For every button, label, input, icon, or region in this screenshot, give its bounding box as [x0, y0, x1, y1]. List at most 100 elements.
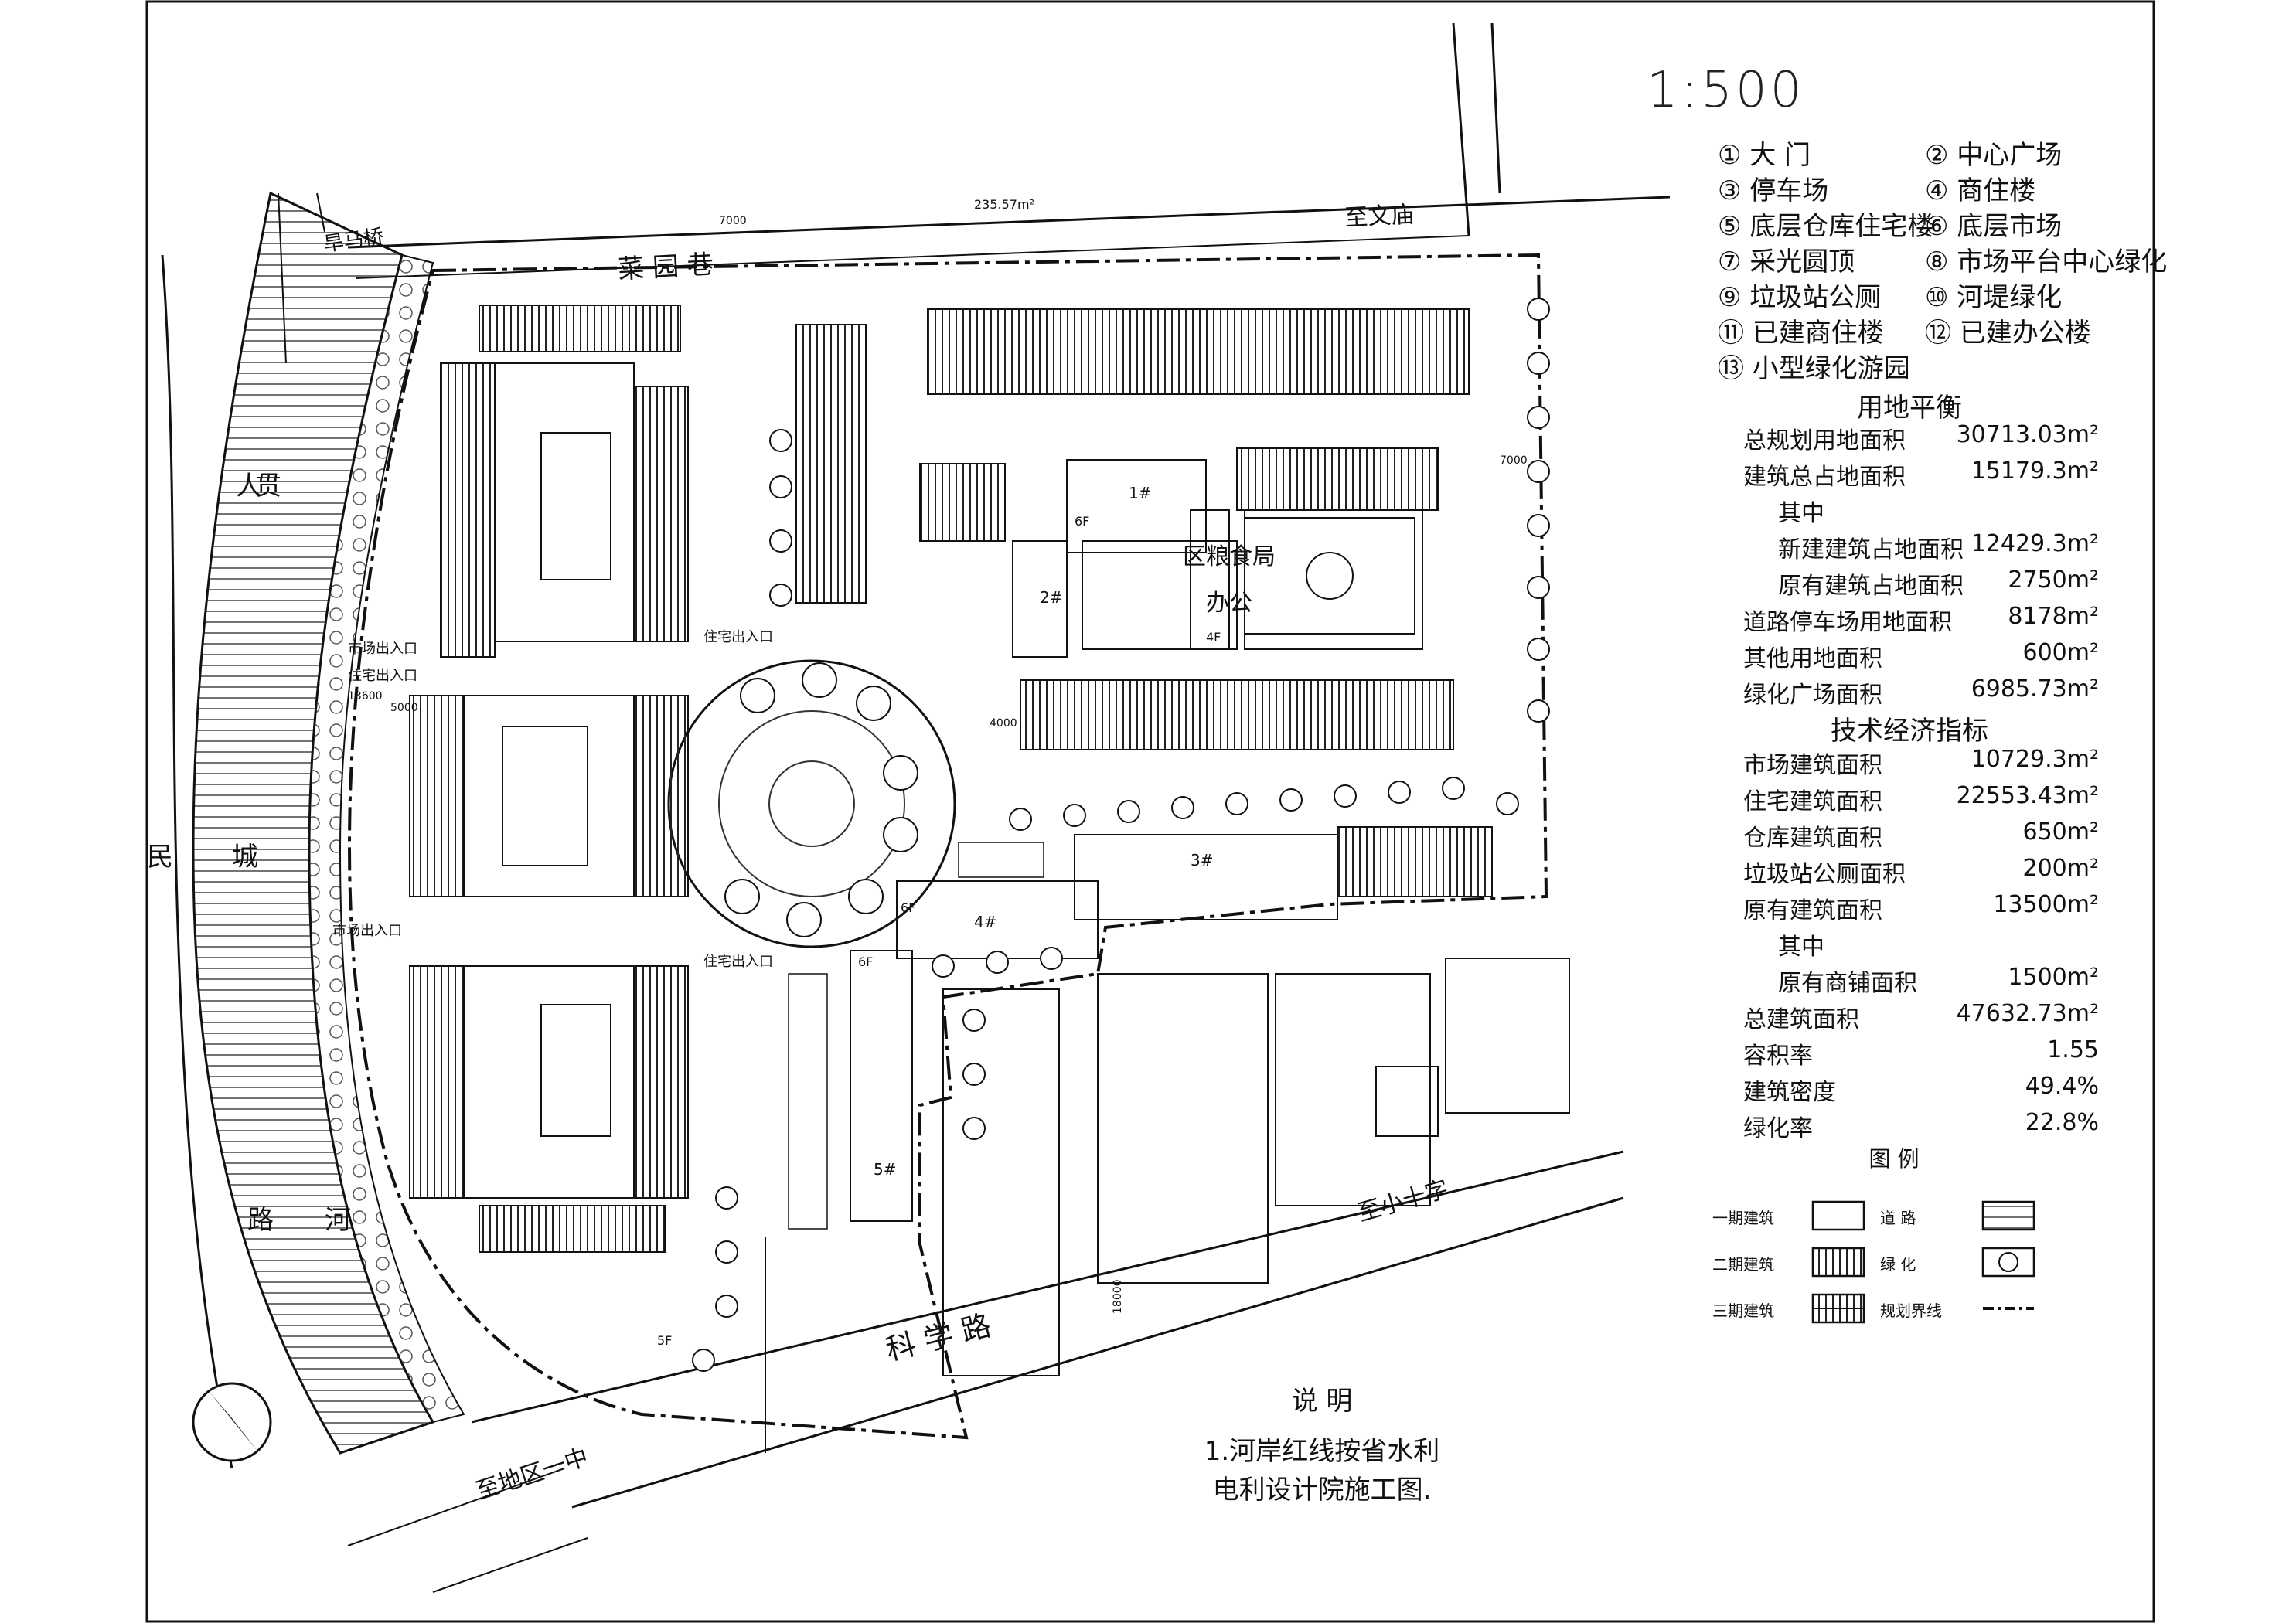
row-value: 6985.73m² [1971, 675, 2099, 703]
row-value: 22553.43m² [1956, 782, 2099, 809]
note-title: 说 明 [1291, 1386, 1353, 1417]
legend-item: ⑫ 已建办公楼 [1925, 318, 2091, 349]
land-balance-title: 用地平衡 [1857, 393, 1962, 424]
table-row: 住宅建筑面积 22553.43m² [1743, 782, 2114, 815]
row-label: 住宅建筑面积 [1743, 788, 1882, 815]
row-label: 总规划用地面积 [1743, 427, 1906, 454]
label-b4: 4# [974, 913, 996, 931]
label-res-exit2: 住宅出入口 [703, 629, 773, 645]
row-value: 8178m² [2008, 603, 2099, 630]
label-to-crossroad: 至小十字 [1355, 1176, 1452, 1227]
label-road-north: 菜 园 巷 [617, 250, 714, 285]
note-line-1: 1.河岸红线按省水利 [1204, 1436, 1440, 1467]
sheet-border [145, 0, 2155, 1623]
plaza-inner [718, 710, 905, 897]
block-group-north [795, 308, 1493, 897]
row-label: 仓库建筑面积 [1743, 825, 1882, 852]
label-dim-7000-top: 7000 [719, 215, 747, 227]
row-label: 市场建筑面积 [1743, 752, 1882, 779]
tuli-green-label: 绿 化 [1880, 1255, 1916, 1274]
road-west-1 [278, 192, 287, 364]
swatch-phase1 [1811, 1200, 1865, 1231]
label-f6-c: 6F [858, 954, 873, 969]
table-row: 其中 [1778, 927, 2114, 961]
label-road-west-3: 民 [147, 842, 173, 873]
row-label: 垃圾站公厕面积 [1743, 861, 1906, 888]
road-east-v2 [1490, 22, 1501, 194]
legend-column-right: ② 中心广场 ④ 商住楼 ⑥ 底层市场 ⑧ 市场平台中心绿化 ⑩ 河堤绿化 ⑫ … [1925, 138, 2167, 351]
road-south-2 [571, 1196, 1624, 1509]
note-line-2: 电利设计院施工图. [1212, 1475, 1432, 1506]
row-value: 13500m² [1993, 891, 2099, 918]
court [1244, 517, 1415, 635]
label-b1: 1# [1129, 484, 1151, 502]
row-label: 建筑密度 [1743, 1079, 1836, 1106]
label-office2: 办公 [1206, 590, 1252, 617]
legend-item: ④ 商住楼 [1925, 175, 2036, 206]
river-edge [161, 254, 233, 1469]
legend-item: ⑬ 小型绿化游园 [1718, 353, 1910, 384]
swatch-road [1981, 1200, 2035, 1231]
label-road-west-5: 路 [247, 1205, 274, 1236]
legend-item: ⑩ 河堤绿化 [1925, 282, 2063, 313]
table-row: 其中 [1778, 494, 2114, 527]
row-label: 其他用地面积 [1743, 645, 1882, 672]
row-label: 其中 [1778, 500, 1824, 527]
row-value: 600m² [2022, 639, 2099, 666]
court-center [1306, 552, 1354, 600]
row-label: 容积率 [1743, 1043, 1813, 1070]
swatch-green-ring [1998, 1252, 2018, 1272]
label-f5: 5F [657, 1333, 672, 1348]
block-group-west [409, 305, 689, 1253]
road-east-v1 [1452, 22, 1470, 236]
tech-index-title: 技术经济指标 [1831, 716, 1988, 747]
legend-item: ⑤ 底层仓库住宅楼 [1718, 211, 1934, 242]
label-res-exit: 住宅出入口 [348, 668, 417, 684]
tree-row [692, 298, 1550, 1372]
row-label: 原有建筑面积 [1743, 897, 1882, 924]
row-value: 12429.3m² [1971, 530, 2099, 557]
label-road-west-4: 城 [232, 842, 258, 873]
row-label: 总建筑面积 [1743, 1006, 1859, 1033]
legend-column-left: ① 大 门 ③ 停车场 ⑤ 底层仓库住宅楼 ⑦ 采光圆顶 ⑨ 垃圾站公厕 ⑪ 已… [1718, 138, 1933, 386]
planning-boundary [348, 253, 1548, 1440]
tuli-swatches [1811, 1200, 2035, 1324]
label-dim-18000: 18000 [1112, 1279, 1124, 1314]
row-value: 15179.3m² [1971, 458, 2099, 485]
legend-item: ② 中心广场 [1925, 140, 2063, 171]
tuli-phase3-label: 三期建筑 [1712, 1301, 1774, 1320]
table-row: 垃圾站公厕面积 200m² [1743, 855, 2114, 888]
legend-item: ⑥ 底层市场 [1925, 211, 2063, 242]
label-b3: 3# [1191, 851, 1213, 869]
table-row: 建筑密度 49.4% [1743, 1073, 2114, 1106]
north-arrow-icon [192, 1382, 272, 1462]
label-market-exit2: 市场出入口 [332, 923, 402, 939]
label-to-wenmiao: 至文庙 [1344, 201, 1415, 232]
plaza-core [768, 760, 855, 847]
row-value: 200m² [2022, 855, 2099, 882]
row-label: 原有商铺面积 [1778, 970, 1917, 997]
row-label: 建筑总占地面积 [1743, 464, 1906, 491]
label-b2: 2# [1040, 588, 1062, 607]
label-f6-b: 6F [901, 900, 915, 915]
row-label: 原有建筑占地面积 [1778, 573, 1964, 600]
label-res-exit3: 住宅出入口 [703, 954, 773, 970]
label-market-exit: 市场出入口 [348, 641, 417, 657]
label-road-west-1: 人 [236, 471, 262, 502]
label-dim-4000: 4000 [990, 717, 1017, 730]
swatch-phase2 [1811, 1247, 1865, 1278]
row-value: 10729.3m² [1971, 746, 2099, 773]
row-label: 其中 [1778, 934, 1824, 961]
legend-item: ③ 停车场 [1718, 175, 1829, 206]
row-value: 49.4% [2025, 1073, 2099, 1100]
road-south-1 [471, 1150, 1624, 1424]
label-area-top: 235.57m² [974, 197, 1034, 212]
